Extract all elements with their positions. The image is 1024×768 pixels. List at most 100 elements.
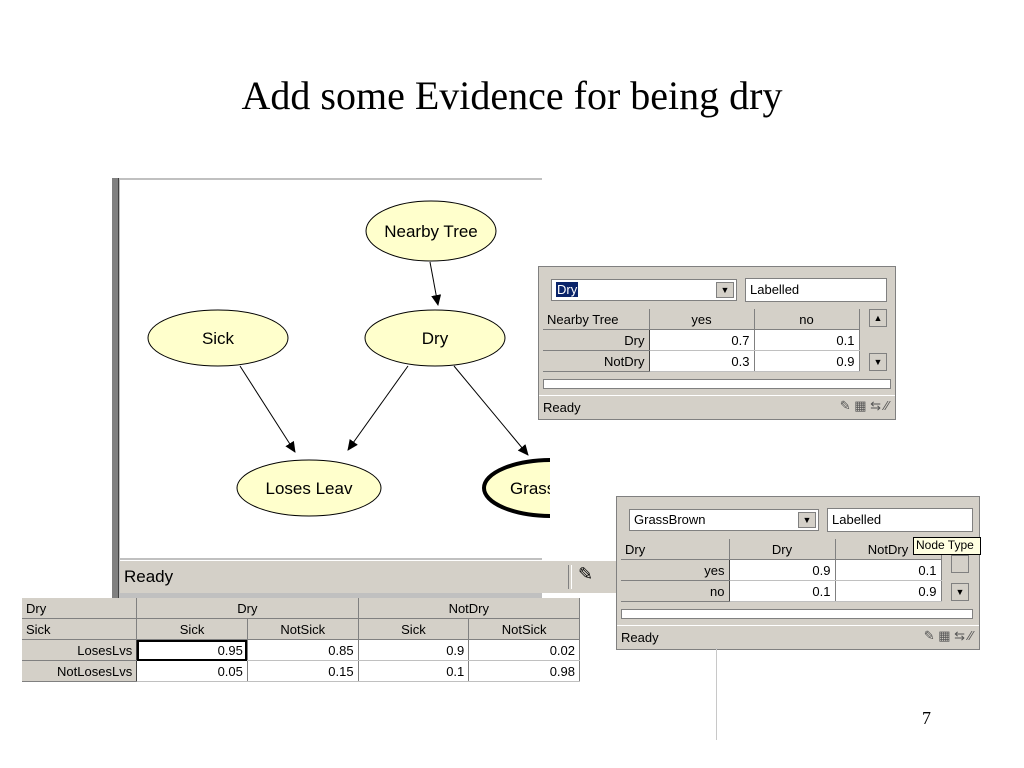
node-label: Sick bbox=[202, 329, 235, 348]
header-cell: NotDry bbox=[358, 598, 581, 619]
table-cell[interactable]: 0.7 bbox=[649, 329, 755, 351]
header-cell: Dry bbox=[136, 598, 359, 619]
table-header-row: Sick Sick NotSick Sick NotSick bbox=[22, 618, 580, 640]
table-cell[interactable]: 0.9 bbox=[358, 639, 470, 661]
network-window: Nearby Tree Sick Dry Loses Leav GrassBro… bbox=[112, 178, 630, 598]
node-select-dropdown[interactable]: GrassBrown ▼ bbox=[629, 509, 819, 531]
scroll-down-icon[interactable]: ▼ bbox=[869, 353, 887, 371]
mode-field[interactable]: Labelled bbox=[827, 508, 973, 532]
node-label: GrassBrow bbox=[510, 479, 550, 498]
table-cell[interactable]: 0.1 bbox=[358, 660, 470, 682]
edge-dry-grass bbox=[453, 365, 529, 456]
table-row: yes 0.9 0.1 bbox=[621, 559, 942, 581]
node-select-value: Dry bbox=[556, 282, 579, 297]
divider bbox=[716, 648, 717, 740]
table-header-row: Nearby Tree yes no bbox=[543, 309, 860, 330]
header-cell: NotSick bbox=[247, 618, 359, 640]
node-label: Nearby Tree bbox=[384, 222, 478, 241]
status-bar: Ready ✎ bbox=[120, 560, 630, 593]
table-cell[interactable]: 0.3 bbox=[649, 350, 755, 372]
header-cell: Dry bbox=[22, 598, 138, 619]
edge-dry-loses bbox=[347, 365, 409, 451]
scroll-up-icon[interactable]: ▲ bbox=[869, 309, 887, 327]
table-header-row: Dry Dry NotDry bbox=[621, 539, 942, 560]
header-cell: no bbox=[754, 309, 860, 330]
edge-nearby-tree-dry bbox=[429, 261, 442, 306]
node-select-dropdown[interactable]: Dry ▼ bbox=[551, 279, 737, 301]
cpt-grid: Dry Dry NotDry yes 0.9 0.1 no 0.1 0.9 bbox=[621, 539, 942, 602]
dry-cpt-dialog: Dry ▼ Labelled Nearby Tree yes no Dry 0.… bbox=[538, 266, 896, 420]
header-cell: Sick bbox=[358, 618, 470, 640]
pencil-icon[interactable]: ✎ bbox=[578, 564, 594, 584]
header-cell: Nearby Tree bbox=[543, 309, 650, 330]
status-separator bbox=[568, 565, 572, 589]
table-cell[interactable]: 0.1 bbox=[835, 559, 942, 581]
chevron-down-icon[interactable]: ▼ bbox=[798, 512, 816, 528]
table-cell[interactable]: 0.1 bbox=[729, 580, 836, 602]
vertical-scrollbar[interactable]: ▼ bbox=[951, 555, 969, 601]
table-cell[interactable]: 0.9 bbox=[754, 350, 860, 372]
loses-leaves-cpt: Dry Dry NotDry Sick Sick NotSick Sick No… bbox=[22, 598, 581, 682]
header-cell: yes bbox=[649, 309, 755, 330]
table-cell[interactable]: 0.9 bbox=[835, 580, 942, 602]
grassbrown-cpt-dialog: GrassBrown ▼ Labelled Dry Dry NotDry yes… bbox=[616, 496, 981, 650]
page-number: 7 bbox=[922, 708, 931, 728]
table-cell[interactable]: 0.85 bbox=[247, 639, 359, 661]
status-text: Ready bbox=[621, 630, 659, 645]
table-cell[interactable]: 0.05 bbox=[136, 660, 248, 682]
header-cell: NotSick bbox=[468, 618, 580, 640]
network-diagram: Nearby Tree Sick Dry Loses Leav GrassBro… bbox=[147, 200, 550, 518]
mode-value: Labelled bbox=[832, 512, 882, 527]
table-row: Dry 0.7 0.1 bbox=[543, 329, 860, 351]
table-cell[interactable]: 0.1 bbox=[754, 329, 860, 351]
header-cell: Dry bbox=[621, 539, 730, 560]
mode-value: Labelled bbox=[750, 282, 800, 297]
scroll-down-icon[interactable]: ▼ bbox=[951, 583, 969, 601]
network-canvas[interactable]: Nearby Tree Sick Dry Loses Leav GrassBro… bbox=[120, 180, 550, 558]
header-cell: Dry bbox=[729, 539, 836, 560]
table-cell[interactable]: 0.98 bbox=[468, 660, 580, 682]
table-cell[interactable]: 0.15 bbox=[247, 660, 359, 682]
table-cell[interactable]: 0.95 bbox=[136, 639, 248, 661]
table-cell[interactable]: 0.02 bbox=[468, 639, 580, 661]
scroll-thumb[interactable] bbox=[951, 555, 969, 573]
node-sick[interactable]: Sick bbox=[147, 309, 289, 367]
node-label: Dry bbox=[422, 329, 449, 348]
slide-title: Add some Evidence for being dry bbox=[241, 73, 783, 118]
node-dry[interactable]: Dry bbox=[364, 309, 506, 367]
header-cell: Sick bbox=[22, 618, 138, 640]
dialog-status-bar: Ready ✎ ▦ ⇆ ⁄⁄ bbox=[539, 395, 895, 418]
row-label: NotDry bbox=[543, 350, 650, 372]
node-nearby-tree[interactable]: Nearby Tree bbox=[365, 200, 497, 262]
edge-sick-loses bbox=[239, 365, 296, 453]
node-label: Loses Leav bbox=[266, 479, 353, 498]
table-row: no 0.1 0.9 bbox=[621, 580, 942, 602]
status-text: Ready bbox=[543, 400, 581, 415]
toolbar-icons[interactable]: ✎ ▦ ⇆ ⁄⁄ bbox=[839, 398, 889, 413]
row-label: NotLosesLvs bbox=[22, 660, 138, 682]
row-label: no bbox=[621, 580, 730, 602]
mode-field[interactable]: Labelled bbox=[745, 278, 887, 302]
window-frame bbox=[112, 178, 119, 598]
table-row: NotLosesLvs 0.05 0.15 0.1 0.98 bbox=[22, 660, 580, 682]
row-label: LosesLvs bbox=[22, 639, 138, 661]
table-row: NotDry 0.3 0.9 bbox=[543, 350, 860, 372]
row-label: Dry bbox=[543, 329, 650, 351]
horizontal-scrollbar[interactable] bbox=[621, 609, 973, 619]
header-cell: Sick bbox=[136, 618, 248, 640]
dialog-status-bar: Ready ✎ ▦ ⇆ ⁄⁄ bbox=[617, 625, 979, 648]
node-loses-leaves[interactable]: Loses Leav bbox=[236, 459, 382, 517]
node-select-value: GrassBrown bbox=[634, 512, 706, 527]
node-grass-brown[interactable]: GrassBrow bbox=[482, 458, 550, 518]
table-row: LosesLvs 0.95 0.85 0.9 0.02 bbox=[22, 639, 580, 661]
horizontal-scrollbar[interactable] bbox=[543, 379, 891, 389]
status-text: Ready bbox=[124, 567, 174, 586]
chevron-down-icon[interactable]: ▼ bbox=[716, 282, 734, 298]
table-cell[interactable]: 0.9 bbox=[729, 559, 836, 581]
toolbar-icons[interactable]: ✎ ▦ ⇆ ⁄⁄ bbox=[923, 628, 973, 643]
node-type-tooltip: Node Type bbox=[913, 537, 981, 555]
vertical-scrollbar[interactable]: ▲ ▼ bbox=[869, 309, 887, 371]
row-label: yes bbox=[621, 559, 730, 581]
table-header-row: Dry Dry NotDry bbox=[22, 598, 581, 619]
cpt-grid: Nearby Tree yes no Dry 0.7 0.1 NotDry 0.… bbox=[543, 309, 860, 372]
